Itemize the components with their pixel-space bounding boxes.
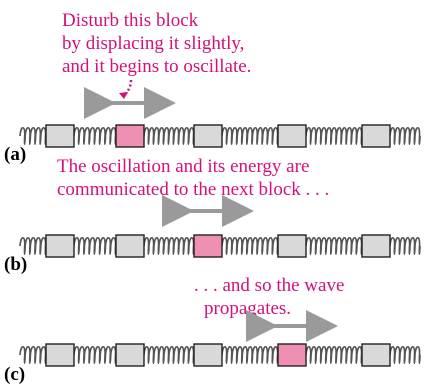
panel-label-c: (c) [4, 364, 26, 385]
pointer-arrow [119, 79, 133, 99]
block-b-4 [361, 234, 391, 258]
spring-a-3 [305, 126, 363, 146]
spring-c-2 [221, 345, 279, 365]
spring-end-right-b [389, 236, 421, 256]
caption-a-line-1: Disturb this block [62, 10, 199, 31]
block-a-2 [193, 124, 223, 148]
block-b-0 [45, 234, 75, 258]
block-c-1 [115, 343, 145, 367]
active-block-a-1 [115, 124, 145, 148]
block-c-4 [361, 343, 391, 367]
spring-end-right-a [389, 126, 421, 146]
caption-b-line-2: communicated to the next block . . . [57, 179, 330, 200]
spring-end-left-a [19, 126, 47, 146]
block-a-4 [361, 124, 391, 148]
caption-a-line-2: by displacing it slightly, [62, 33, 245, 54]
active-block-c-3 [277, 343, 307, 367]
spring-b-3 [305, 236, 363, 256]
spring-b-2 [221, 236, 279, 256]
spring-end-left-b [19, 236, 47, 256]
spring-c-0 [73, 345, 117, 365]
spring-a-2 [221, 126, 279, 146]
spring-end-right-c [389, 345, 421, 365]
spring-a-1 [143, 126, 195, 146]
active-block-b-2 [193, 234, 223, 258]
block-c-2 [193, 343, 223, 367]
block-b-3 [277, 234, 307, 258]
block-c-0 [45, 343, 75, 367]
block-a-0 [45, 124, 75, 148]
block-b-1 [115, 234, 145, 258]
caption-a-line-3: and it begins to oscillate. [62, 56, 252, 77]
caption-b: The oscillation and its energy are commu… [57, 155, 329, 201]
spring-b-1 [143, 236, 195, 256]
caption-a: Disturb this block by displacing it slig… [62, 9, 251, 78]
caption-b-line-1: The oscillation and its energy are [57, 156, 310, 177]
spring-b-0 [73, 236, 117, 256]
panel-label-a: (a) [4, 144, 27, 165]
panel-label-b: (b) [4, 254, 28, 275]
spring-end-left-c [19, 345, 47, 365]
spring-c-3 [305, 345, 363, 365]
block-a-3 [277, 124, 307, 148]
caption-c-line-1: . . . and so the wave [194, 275, 345, 296]
spring-a-0 [73, 126, 117, 146]
spring-c-1 [143, 345, 195, 365]
